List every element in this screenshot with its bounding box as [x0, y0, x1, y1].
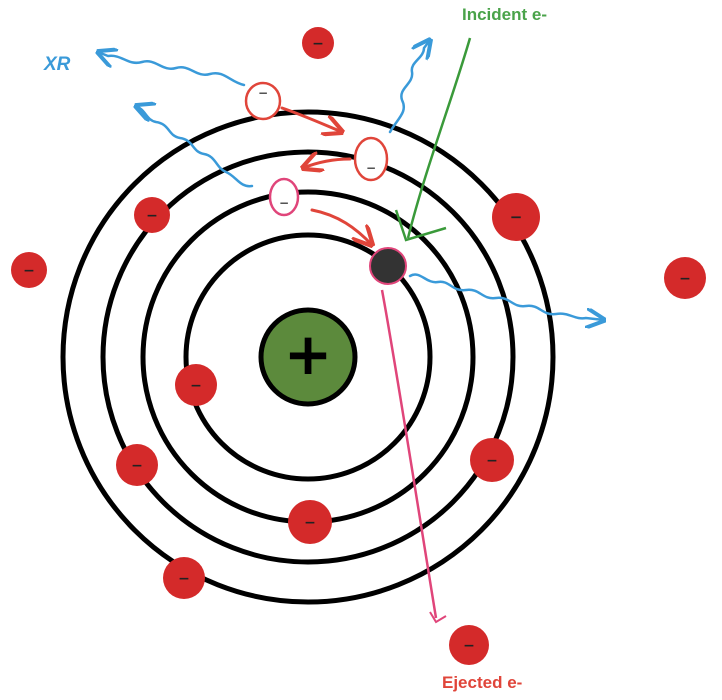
electron: − — [470, 438, 514, 482]
electrons: − − − − − − − − − − − — [11, 27, 706, 665]
svg-text:−: − — [463, 638, 475, 654]
vacancy-electron — [369, 247, 407, 285]
xray-label: XR — [43, 54, 71, 75]
electron: − — [664, 257, 706, 299]
xray-wave-mid-left — [136, 106, 254, 188]
svg-text:−: − — [178, 571, 190, 587]
svg-text:−: − — [486, 453, 498, 469]
incident-arrowhead — [394, 209, 447, 242]
electron: − — [175, 364, 217, 406]
electron: − — [288, 500, 332, 544]
electron: − — [134, 197, 170, 233]
svg-text:−: − — [366, 161, 376, 175]
svg-text:−: − — [312, 36, 324, 52]
nucleus-plus-sign: + — [284, 320, 333, 388]
electron: − — [116, 444, 158, 486]
arrow-middle-to-inner — [303, 159, 352, 168]
svg-text:−: − — [679, 271, 691, 287]
svg-text:−: − — [510, 208, 523, 226]
transition-electron-inner: − — [268, 177, 300, 217]
electron: − — [11, 252, 47, 288]
transition-electrons: − − − — [244, 81, 389, 217]
svg-text:−: − — [304, 515, 316, 531]
svg-text:−: − — [23, 263, 35, 279]
svg-text:−: − — [279, 196, 289, 210]
nucleus: + — [258, 307, 358, 407]
xray-waves — [98, 40, 604, 320]
svg-text:−: − — [190, 378, 202, 394]
arrow-inner-to-vacancy — [310, 208, 372, 245]
svg-text:−: − — [146, 208, 158, 224]
transition-electron-outer: − — [244, 81, 282, 121]
transition-arrows — [280, 106, 372, 245]
shell-n — [60, 109, 556, 605]
xray-wave-right — [408, 273, 604, 320]
xray-wave-top-left — [98, 52, 246, 87]
transition-electron-middle: − — [353, 136, 389, 182]
xray-wave-top-right — [388, 40, 430, 134]
ejected-electron-path — [380, 289, 438, 619]
electron: − — [492, 193, 540, 241]
ejected-arrowhead — [429, 611, 447, 624]
ejected-electron-label: Ejected e- — [442, 673, 522, 692]
electron: − — [163, 557, 205, 599]
svg-text:−: − — [258, 86, 268, 100]
shell-k — [183, 232, 433, 482]
electron: − — [449, 625, 489, 665]
incident-electron-label: Incident e- — [462, 5, 547, 24]
svg-text:−: − — [131, 458, 143, 474]
incident-electron-arrow — [406, 37, 472, 239]
electron: − — [302, 27, 334, 59]
arrow-outer-to-middle — [280, 106, 342, 132]
